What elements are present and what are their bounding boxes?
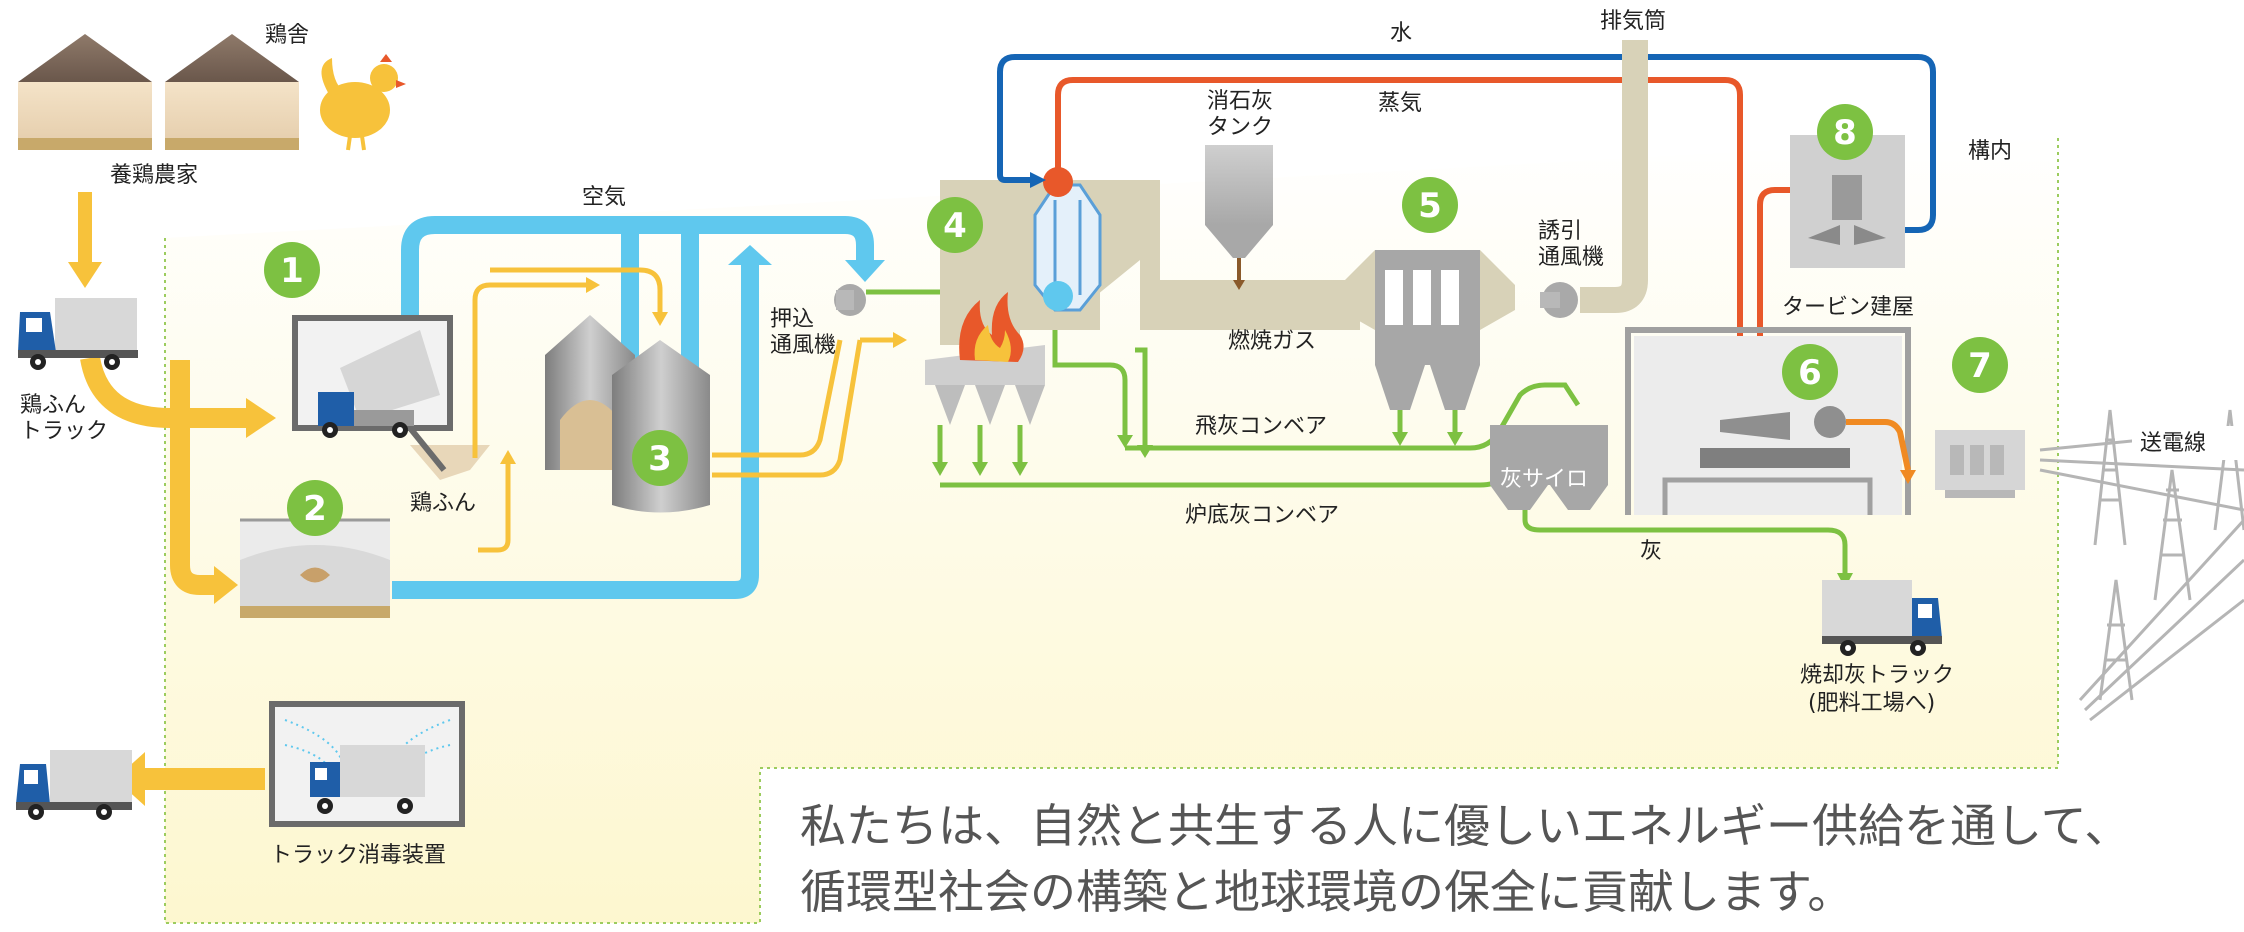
arrow-water — [1030, 172, 1046, 188]
air-arrow-to-fan — [845, 260, 885, 282]
label-premises: 構内 — [1968, 139, 2012, 164]
label-truck-line1: 鶏ふん — [20, 393, 86, 418]
ash-silo — [1490, 425, 1608, 510]
slogan-line-2: 循環型社会の構築と地球環境の保全に貢献します。 — [800, 865, 1853, 919]
badge-7-number: 7 — [1968, 346, 1992, 386]
storage-pit — [240, 518, 390, 618]
dump-house — [292, 315, 490, 480]
arrow-manure-right — [586, 277, 600, 293]
label-truck-line1-line2: トラック — [20, 419, 108, 444]
ash-truck — [1822, 580, 1942, 656]
slogan-line-1: 私たちは、自然と共生する人に優しいエネルギー供給を通して、 — [800, 799, 2130, 853]
arrow-power — [1900, 470, 1916, 484]
power-towers — [2039, 409, 2244, 722]
label-air: 空気 — [582, 185, 626, 210]
badge-2 — [287, 480, 343, 536]
yellow-flows — [78, 192, 248, 595]
fire-icon — [959, 292, 1024, 362]
chicken-icon — [320, 54, 406, 151]
label-farm: 養鶏農家 — [110, 163, 198, 188]
label-ash-truck-2: (肥料工場へ) — [1808, 691, 1935, 716]
turbine-house — [1625, 327, 1911, 515]
power-out — [1846, 419, 1911, 471]
arrow-to-dump — [246, 398, 276, 438]
label-bottom-conveyor: 炉底灰コンベア — [1185, 503, 1339, 528]
steam-line — [1055, 77, 1743, 375]
arrow-bottom-1 — [932, 462, 948, 476]
arrow-to-pit — [214, 566, 238, 604]
induced-fan — [1540, 282, 1578, 318]
label-ash-truck-1: 焼却灰トラック — [1800, 663, 1954, 688]
label-truck: 鶏ふん トラック — [20, 393, 108, 444]
air-arrow-up — [728, 245, 772, 265]
ash-to-truck — [1522, 510, 1848, 575]
label-fan-push-text-line2: 通風機 — [770, 333, 836, 358]
arrow-bottom-3 — [1012, 462, 1028, 476]
arrow-farm-truck — [68, 262, 102, 288]
badge-6-number: 6 — [1798, 353, 1822, 393]
label-lime-1: 消石灰 — [1207, 89, 1273, 114]
steam-line-2 — [1757, 187, 1790, 433]
transformer — [1935, 430, 2025, 498]
arrow-fly-2 — [1137, 445, 1153, 458]
power-line-label-bg — [2132, 426, 2244, 460]
label-silo: 灰サイロ — [1500, 467, 1588, 492]
lime-tank — [1205, 145, 1273, 290]
badge-1 — [264, 242, 320, 298]
chicken-coop-right — [165, 34, 299, 150]
badge-1-number: 1 — [280, 251, 304, 291]
arrow-bottom-2 — [972, 462, 988, 476]
badge-3-number: 3 — [648, 439, 672, 479]
label-gas: 燃焼ガス — [1228, 329, 1316, 354]
exit-truck — [16, 750, 132, 820]
arrow-manure-down — [652, 312, 668, 326]
manure-conveyor — [472, 267, 663, 553]
exhaust-stack — [1580, 40, 1648, 313]
arrow-feed — [893, 332, 907, 348]
label-coop: 鶏舎 — [265, 23, 309, 48]
label-fan-push: 押込 通風機 — [770, 307, 836, 358]
water-line — [997, 54, 1936, 233]
label-disinfect: トラック消毒装置 — [270, 843, 446, 868]
disinfection-unit — [269, 701, 465, 827]
label-steam: 蒸気 — [1378, 91, 1422, 116]
label-fan-induced-2: 通風機 — [1538, 245, 1604, 270]
label-manure: 鶏ふん — [410, 491, 476, 516]
label-power-line: 送電線 — [2140, 431, 2206, 456]
label-stack: 排気筒 — [1600, 9, 1666, 34]
badge-3 — [632, 430, 688, 486]
arrow-fly-4 — [1447, 432, 1463, 446]
badge-4-number: 4 — [943, 206, 967, 246]
label-ash: 灰 — [1640, 539, 1662, 564]
bag-filter — [1340, 250, 1515, 410]
push-fan — [834, 284, 866, 316]
badge-4 — [927, 197, 983, 253]
badge-8 — [1817, 104, 1873, 160]
arrow-manure-up — [500, 450, 516, 464]
label-fan-induced-1: 誘引 — [1538, 219, 1582, 244]
badge-5-number: 5 — [1418, 186, 1442, 226]
feed-to-furnace — [712, 337, 895, 478]
label-water: 水 — [1390, 21, 1412, 46]
furnace-boiler — [925, 167, 1360, 425]
badge-2-number: 2 — [303, 489, 327, 529]
badge-5 — [1402, 177, 1458, 233]
label-lime-2: タンク — [1207, 115, 1273, 140]
badge-7 — [1952, 337, 2008, 393]
arrow-fly-3 — [1392, 432, 1408, 446]
badge-8-number: 8 — [1833, 113, 1857, 153]
label-fan-push-text: 押込 — [770, 307, 814, 332]
exit-arrow-body — [145, 768, 265, 790]
label-turbine-house: タービン建屋 — [1782, 295, 1914, 320]
arrow-fly-1 — [1117, 435, 1133, 448]
chicken-coop-left — [18, 34, 152, 150]
label-fly-conveyor: 飛灰コンベア — [1195, 414, 1327, 439]
badge-6 — [1782, 344, 1838, 400]
manure-truck — [18, 298, 138, 370]
